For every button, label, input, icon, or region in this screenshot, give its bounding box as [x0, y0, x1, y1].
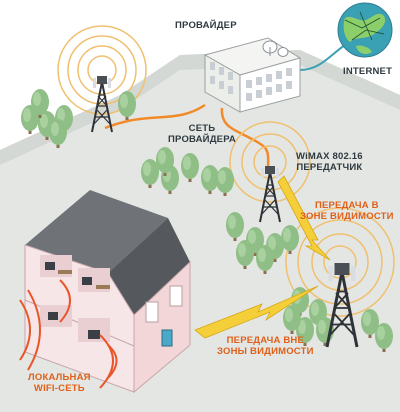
label-wifi-line2: WIFI-СЕТЬ	[33, 383, 85, 394]
label-los-line1: Передача в	[314, 200, 379, 211]
label-provider-network: СЕТЬ ПРОВАЙДЕРА	[168, 123, 236, 145]
label-wifi-line1: ЛОКАЛЬНАЯ	[28, 372, 91, 383]
label-nlos: Передача вне зоны видимости	[217, 335, 314, 357]
tower-left-waves	[57, 25, 147, 115]
label-wimax: WiMAX 802.16 ПЕРЕДАТЧИК	[296, 151, 363, 173]
label-nlos-line2: зоны видимости	[217, 346, 314, 357]
internet-link	[299, 44, 346, 71]
label-provider: ПРОВАЙДЕР	[175, 20, 237, 31]
label-provider-network-line1: СЕТЬ	[188, 123, 216, 134]
label-nlos-line1: Передача вне	[226, 335, 305, 346]
provider-cable-2	[220, 107, 270, 171]
wifi-waves	[19, 279, 118, 389]
label-wimax-line1: WiMAX 802.16	[296, 151, 363, 162]
label-los-line2: зоне видимости	[300, 211, 394, 222]
house-icon	[24, 190, 191, 394]
label-wimax-line2: ПЕРЕДАТЧИК	[296, 162, 363, 173]
label-los: Передача в зоне видимости	[300, 200, 394, 222]
los-signal-beam	[277, 175, 331, 261]
computer-icon	[45, 262, 110, 339]
label-provider-network-line2: ПРОВАЙДЕРА	[168, 134, 236, 145]
globe-icon	[337, 2, 393, 58]
tower-right-waves	[285, 207, 395, 317]
lightning-bolt-icon	[194, 285, 319, 339]
provider-building	[203, 37, 302, 113]
satellite-dish-icon	[262, 40, 289, 57]
label-wifi: ЛОКАЛЬНАЯ WIFI-СЕТЬ	[28, 372, 91, 394]
label-internet: INTERNET	[343, 66, 393, 77]
provider-cable-1	[104, 103, 206, 130]
